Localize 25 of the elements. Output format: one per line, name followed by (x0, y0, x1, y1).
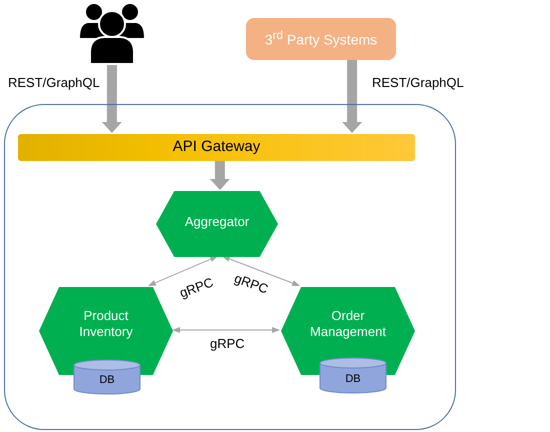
edge-label: REST/GraphQL (8, 75, 100, 90)
node-label: DB (99, 374, 115, 388)
edge-label: REST/GraphQL (372, 75, 464, 90)
arrow (210, 160, 230, 190)
arrow (342, 60, 362, 133)
node-label: Product Inventory (78, 308, 134, 340)
arrow (102, 64, 122, 133)
edge-label: gRPC (177, 274, 216, 300)
edge-label: gRPC (232, 270, 270, 296)
database-cylinder (73, 359, 141, 395)
gateway-bar (18, 134, 415, 161)
system-boundary (4, 104, 456, 430)
edge-label: gRPC (210, 336, 245, 351)
arrow (148, 256, 218, 286)
node-label: Order Management (309, 308, 387, 340)
node-label: Aggregator (184, 214, 250, 230)
node-label: 3$^{rd}$ Party Systems (264, 28, 378, 50)
arrow (172, 327, 280, 333)
arrow (222, 256, 300, 286)
database-cylinder (319, 357, 387, 394)
service-hexagon (156, 191, 278, 257)
node-label: DB (345, 372, 361, 386)
gateway-label: API Gateway (172, 138, 260, 157)
system-box (246, 18, 396, 60)
service-hexagon (39, 287, 173, 375)
